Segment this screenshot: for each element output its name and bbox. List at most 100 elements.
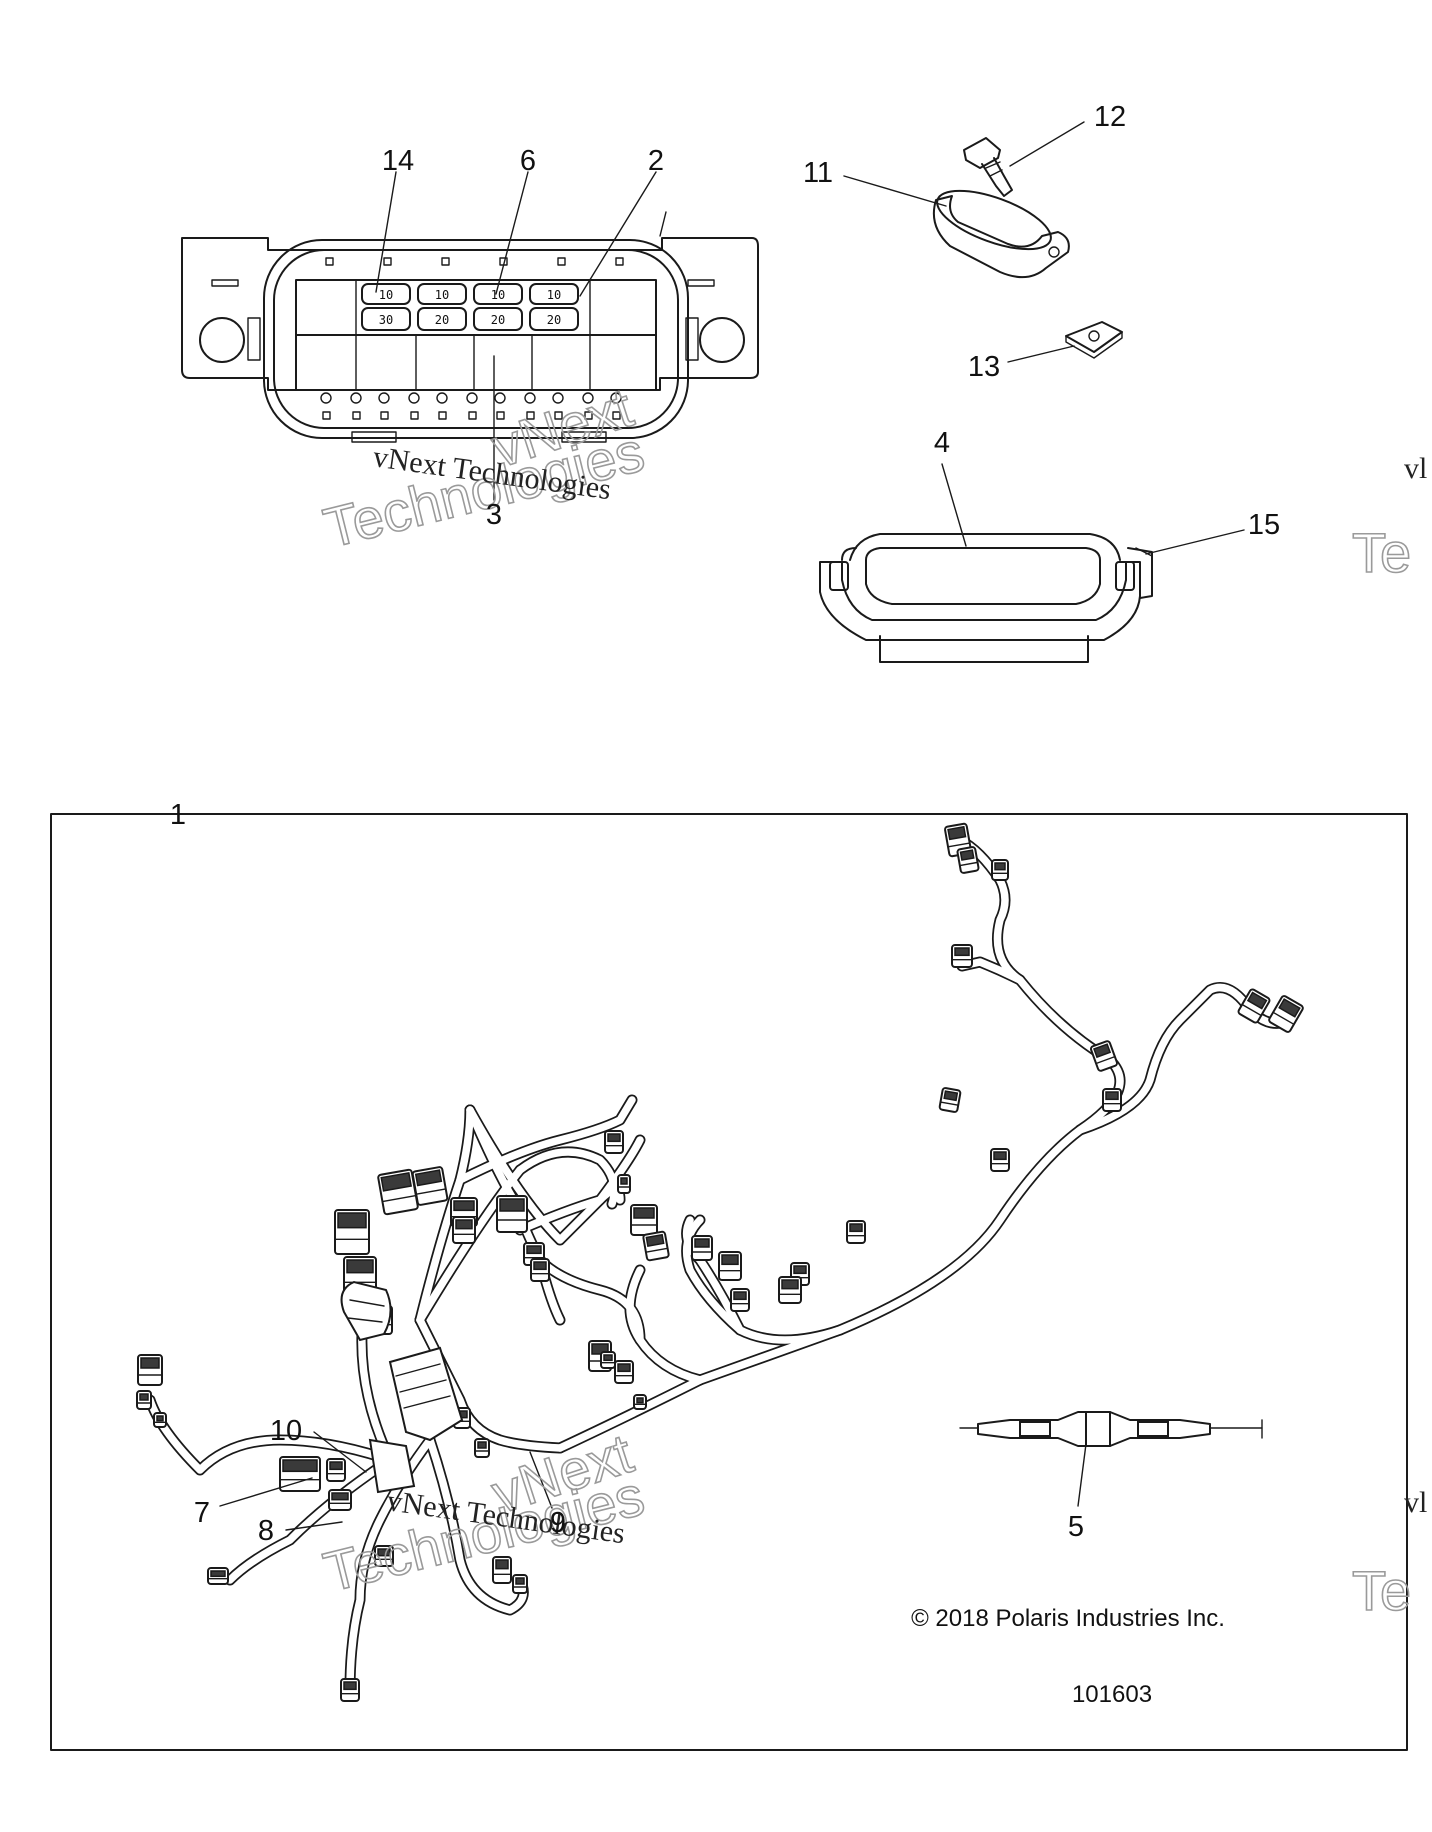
main-wiring-harness xyxy=(136,822,1304,1702)
connector-latch xyxy=(959,849,975,861)
harness-connector xyxy=(1237,988,1271,1024)
watermark-edge-text-2: vl xyxy=(1404,1486,1427,1519)
terminal-rivet xyxy=(352,411,361,420)
connector-seam xyxy=(947,842,971,848)
connector-latch xyxy=(781,1279,799,1290)
terminal-pin xyxy=(408,392,420,404)
connector-latch xyxy=(617,1363,631,1373)
harness-connector xyxy=(474,1438,490,1458)
connector-latch xyxy=(943,1090,959,1102)
callout-1: 1 xyxy=(170,799,186,831)
harness-connector xyxy=(600,1351,616,1369)
harness-connector xyxy=(411,1166,449,1206)
harness-connector xyxy=(642,1230,670,1262)
connector-seam xyxy=(939,1101,959,1106)
harness-connector xyxy=(328,1489,352,1511)
callout-8: 8 xyxy=(258,1515,274,1547)
connector-latch xyxy=(346,1259,374,1274)
callout-2: 2 xyxy=(648,145,664,177)
connector-latch xyxy=(515,1577,525,1585)
harness-connector xyxy=(279,1456,321,1492)
harness-connector xyxy=(990,1148,1010,1172)
connector-latch xyxy=(337,1212,367,1229)
connector-latch xyxy=(329,1461,343,1471)
callout-labels: 14 6 2 3 11 12 13 4 15 1 10 7 8 9 5 xyxy=(170,101,1280,1547)
connector-latch xyxy=(377,1548,391,1557)
harness-wire-core xyxy=(536,1256,644,1344)
terminal-pin xyxy=(494,392,506,404)
harness-connector xyxy=(951,944,973,968)
harness-wire-core xyxy=(958,958,1024,984)
connector-latch xyxy=(282,1459,318,1473)
harness-wire-core xyxy=(416,1106,474,1324)
terminal-rivet xyxy=(322,411,331,420)
callout-3: 3 xyxy=(486,499,502,531)
callout-4: 4 xyxy=(934,427,950,459)
fuse-rating-5: 30 xyxy=(379,313,393,327)
connector-latch xyxy=(733,1291,747,1301)
harness-connector xyxy=(1268,995,1304,1033)
terminal-pin xyxy=(350,392,362,404)
harness-connector xyxy=(991,859,1009,881)
connector-latch xyxy=(380,1171,413,1192)
harness-connector xyxy=(956,846,980,874)
connector-latch xyxy=(499,1198,525,1212)
connector-latch xyxy=(849,1223,863,1233)
connector-latch xyxy=(793,1265,807,1275)
harness-connector xyxy=(326,1458,346,1482)
connector-seam xyxy=(1095,1055,1116,1065)
connector-seam xyxy=(1272,1011,1295,1026)
callout-11: 11 xyxy=(803,157,833,189)
callout-12: 12 xyxy=(1094,101,1126,133)
terminal-rivet xyxy=(496,411,505,420)
copyright-notice: © 2018 Polaris Industries Inc. xyxy=(911,1605,1225,1632)
callout-13: 13 xyxy=(968,351,1000,383)
connector-latch xyxy=(140,1357,160,1369)
connector-latch xyxy=(694,1238,710,1248)
fuse-row-bottom: 30 20 20 20 xyxy=(361,307,579,331)
connector-seam xyxy=(381,1194,417,1203)
connector-latch xyxy=(210,1570,226,1578)
connector-latch xyxy=(1278,998,1301,1018)
watermark-top: vNext Technologies vNext Technologies xyxy=(317,374,651,560)
harness-connector xyxy=(340,1678,360,1702)
connector-seam xyxy=(959,861,979,867)
speed-nut xyxy=(1065,321,1123,359)
harness-connector xyxy=(496,1195,528,1233)
connector-latch xyxy=(954,947,970,957)
connector-latch xyxy=(591,1343,609,1355)
connector-seam xyxy=(645,1247,669,1253)
connector-latch xyxy=(139,1393,149,1401)
connector-latch xyxy=(721,1254,739,1266)
harness-connector xyxy=(614,1360,634,1384)
connector-latch xyxy=(603,1354,613,1362)
callout-5: 5 xyxy=(1068,1511,1084,1543)
terminal-pin xyxy=(466,392,478,404)
fuse-box xyxy=(181,211,759,443)
terminal-rivet xyxy=(468,411,477,420)
harness-connector xyxy=(512,1574,528,1594)
harness-wire-core xyxy=(426,1436,528,1614)
harness-connector xyxy=(730,1288,750,1312)
harness-connector xyxy=(136,1390,152,1410)
harness-connector xyxy=(207,1567,229,1585)
connector-latch xyxy=(645,1233,665,1247)
terminal-pin xyxy=(552,392,564,404)
harness-wire-core xyxy=(456,1096,636,1184)
harness-connector xyxy=(691,1235,713,1261)
flange-bolt xyxy=(963,137,1013,197)
harness-connector xyxy=(778,1276,802,1304)
fuse-rating-7: 20 xyxy=(491,313,505,327)
connector-latch xyxy=(1093,1043,1112,1059)
connector-latch xyxy=(343,1681,357,1691)
harness-connector xyxy=(846,1220,866,1244)
callout-14: 14 xyxy=(382,145,414,177)
callout-15: 15 xyxy=(1248,509,1280,541)
p-clamp xyxy=(932,189,1070,279)
fuse-row-top: 10 10 10 10 xyxy=(361,283,579,305)
harness-connector xyxy=(718,1251,742,1281)
fuse-rating-1: 10 xyxy=(379,288,393,302)
callout-9: 9 xyxy=(550,1507,566,1539)
watermark-edge-text-1: vl xyxy=(1404,452,1427,485)
